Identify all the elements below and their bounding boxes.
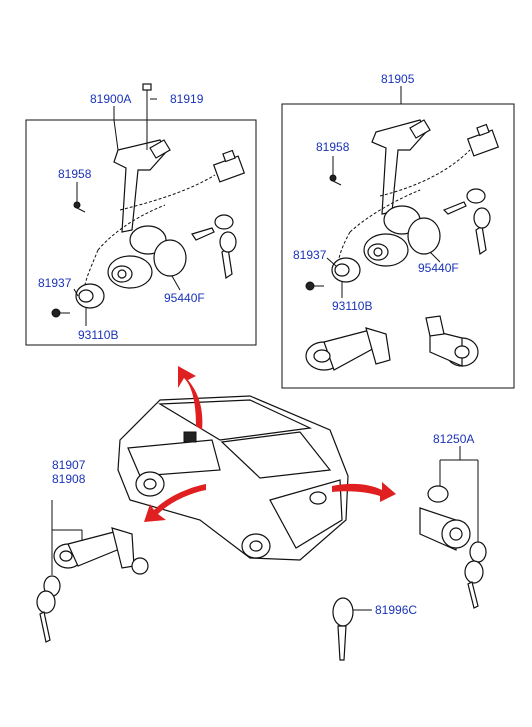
- door-lock-set: [36, 500, 149, 643]
- label-housing-left: 93110B: [78, 328, 118, 342]
- label-ring-right: 81937: [293, 248, 327, 262]
- label-assy-left: 81900A: [90, 92, 131, 106]
- left-leader-lines: [73, 98, 181, 326]
- label-blank-key: 81996C: [375, 603, 417, 617]
- right-assembly-box: [281, 103, 515, 389]
- label-housing-right: 93110B: [332, 299, 372, 313]
- label-screw-left: 81958: [58, 167, 92, 181]
- arrow-to-ignition: [178, 366, 203, 430]
- label-tailgate-lock: 81250A: [433, 432, 474, 446]
- red-arrows: [144, 366, 396, 522]
- label-screw-right: 81958: [316, 140, 350, 154]
- left-assembly-box: [25, 119, 257, 346]
- label-ring-left: 81937: [38, 276, 72, 290]
- label-assy-right: 81905: [381, 72, 415, 86]
- label-immobilizer-right: 95440F: [418, 261, 459, 275]
- label-immobilizer-left: 95440F: [164, 291, 205, 305]
- left-ignition-lock-assembly: [51, 83, 246, 318]
- label-door-lock-1: 81907: [52, 458, 86, 472]
- car-illustration: [117, 395, 349, 561]
- arrow-to-tailgate: [332, 482, 396, 502]
- arrow-to-door: [144, 484, 206, 522]
- label-bolt-left: 81919: [170, 92, 204, 106]
- tailgate-lock-set: [419, 446, 487, 609]
- label-door-lock-2: 81908: [52, 472, 86, 486]
- right-ignition-lock-assembly: [305, 119, 500, 371]
- right-leader-lines: [326, 86, 441, 298]
- blank-key: [332, 597, 372, 661]
